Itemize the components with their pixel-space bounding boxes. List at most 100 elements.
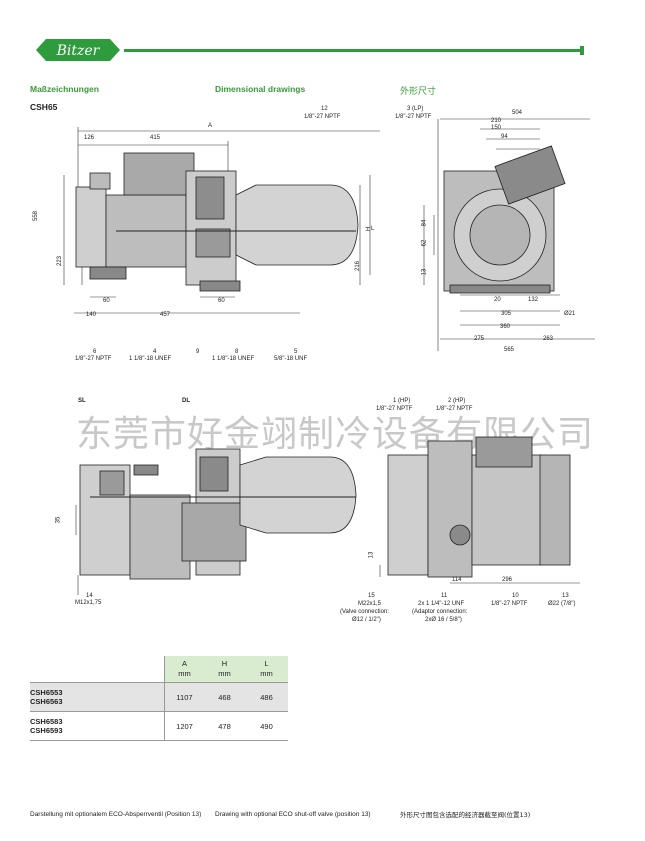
conn-3-number: 3 (LP) (407, 106, 424, 112)
conn-6-number: 6 (93, 349, 97, 355)
caption-chinese: 外形尺寸图包含选配的经济器截至阀(位置13) (400, 811, 531, 819)
conn-12-number: 12 (321, 106, 328, 112)
label-sl: SL (78, 398, 86, 404)
dim-504: 504 (512, 110, 523, 116)
dim-60-left: 60 (103, 298, 110, 304)
dim-565: 565 (504, 347, 515, 353)
table-row: CSH6553 CSH6563 1107 468 486 (30, 682, 288, 712)
caption-english: Drawing with optional ECO shut-off valve… (215, 811, 371, 818)
dimension-table-grid: A mm H mm L mm CSH6553 CSH6563 1107 468 … (30, 656, 288, 741)
dim-457: 457 (160, 312, 171, 318)
conn-15-number: 15 (368, 593, 375, 599)
conn-11-note-line1: (Adaptor connection: (412, 609, 468, 615)
dim-20: 20 (494, 297, 501, 303)
dim-13-bottom: 13 (368, 551, 375, 559)
header-rule (124, 49, 584, 52)
dim-263: 263 (543, 336, 554, 342)
table-header-row: A mm H mm L mm (30, 656, 288, 683)
dimension-table: A mm H mm L mm CSH6553 CSH6563 1107 468 … (30, 656, 288, 741)
conn-15-thread: M22x1,5 (358, 601, 382, 607)
conn-5-thread: 5/8"-18 UNF (274, 356, 308, 362)
conn-3-thread: 1/8"-27 NPTF (395, 114, 432, 120)
dim-216: 216 (355, 260, 362, 272)
dim-150: 150 (491, 125, 502, 131)
table-row: CSH6583 CSH6593 1207 478 490 (30, 711, 288, 741)
dim-94: 94 (501, 134, 508, 140)
model-cell: CSH6583 (30, 717, 63, 726)
conn-14-thread: M12x1,75 (75, 600, 102, 606)
heading-english: Dimensional drawings (215, 84, 306, 94)
dim-114: 114 (452, 577, 462, 583)
conn-15-note-line1: (Valve connection: (340, 609, 389, 615)
col-header-h: H mm (204, 656, 245, 683)
col-header-l-name: L (264, 659, 269, 668)
conn-1-thread: 1/8"-27 NPTF (376, 406, 413, 412)
dim-210: 210 (491, 118, 502, 124)
conn-14-number: 14 (86, 593, 93, 599)
conn-10-thread: 1/8"-27 NPTF (491, 601, 528, 607)
conn-2-number: 2 (HP) (448, 398, 466, 404)
conn-4-number: 4 (153, 349, 157, 355)
drawing-side-view (63, 127, 380, 314)
conn-5-number: 5 (294, 349, 298, 355)
model-cell: CSH6593 (30, 726, 63, 735)
col-header-a-unit: mm (178, 669, 191, 678)
row-models: CSH6553 CSH6563 (30, 682, 165, 712)
conn-11-number: 11 (441, 593, 448, 599)
dim-60-right: 60 (218, 298, 225, 304)
label-dl: DL (182, 398, 190, 404)
dim-13-top: 13 (421, 268, 428, 276)
conn-15-note-line2: Ø12 / 1/2") (352, 617, 381, 623)
model-cell: CSH6553 (30, 688, 63, 697)
bitzer-logo: Bitzer (36, 39, 120, 61)
dim-275: 275 (474, 336, 485, 342)
conn-9-number: 9 (196, 349, 200, 355)
dim-415: 415 (150, 135, 161, 141)
header-rule-end (580, 46, 584, 55)
dim-126: 126 (84, 135, 95, 141)
conn-13-number: 13 (562, 593, 569, 599)
cell-l: 486 (245, 682, 288, 712)
dim-140: 140 (86, 312, 97, 318)
dim-84: 84 (421, 219, 428, 227)
col-header-h-unit: mm (218, 669, 231, 678)
model-cell: CSH6563 (30, 697, 63, 706)
heading-chinese: 外形尺寸 (400, 87, 437, 97)
drawing-end-view (423, 118, 595, 351)
conn-11-thread: 2x 1 1/4"-12 UNF (418, 601, 465, 607)
svg-text:Bitzer: Bitzer (56, 43, 101, 59)
row-models: CSH6583 CSH6593 (30, 711, 165, 741)
model-title: CSH65 (30, 102, 58, 112)
conn-12-thread: 1/8"-27 NPTF (304, 114, 341, 120)
drawing-top-view (75, 448, 357, 595)
cell-a: 1207 (164, 711, 204, 741)
conn-6-thread: 1/8"-27 NPTF (75, 356, 112, 362)
dim-21: Ø21 (564, 311, 576, 317)
col-header-a-name: A (181, 659, 187, 668)
dim-296: 296 (502, 577, 513, 583)
cell-a: 1107 (164, 682, 204, 712)
dim-62: 62 (421, 239, 428, 247)
cell-h: 478 (204, 711, 245, 741)
conn-11-note-line2: 2xØ 16 / 5/8") (425, 617, 462, 623)
dim-558: 558 (33, 210, 40, 222)
conn-8-thread: 1 1/8"-18 UNEF (212, 356, 255, 362)
col-header-l-unit: mm (260, 669, 273, 678)
cell-l: 490 (245, 711, 288, 741)
dim-360: 360 (500, 324, 511, 330)
dim-305: 305 (501, 311, 512, 317)
caption-german: Darstellung mit optionalem ECO-Absperrve… (30, 811, 202, 818)
dim-132: 132 (528, 297, 539, 303)
label-a-top: A (208, 123, 213, 129)
cell-h: 468 (204, 682, 245, 712)
conn-13-thread: Ø22 (7/8") (548, 601, 576, 607)
conn-10-number: 10 (512, 593, 519, 599)
dim-35: 35 (55, 516, 62, 524)
col-header-h-name: H (221, 659, 228, 668)
drawing-back-view (379, 436, 580, 584)
col-header-l: L mm (245, 656, 288, 683)
col-header-a: A mm (164, 656, 204, 683)
conn-4-thread: 1 1/8"-18 UNEF (129, 356, 172, 362)
label-l: L (371, 226, 375, 232)
conn-8-number: 8 (235, 349, 239, 355)
